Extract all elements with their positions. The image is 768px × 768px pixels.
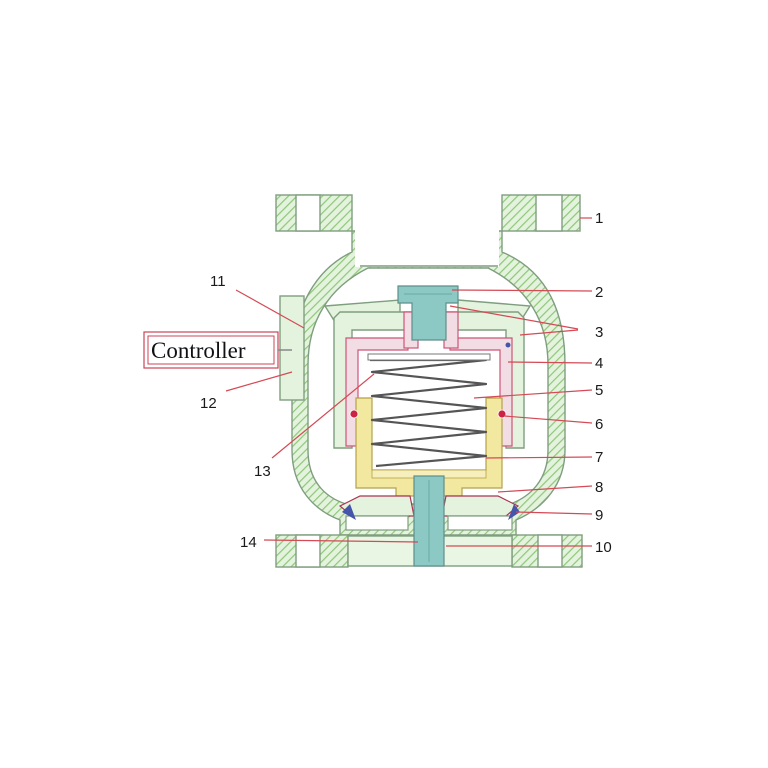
controller-label: Controller — [151, 338, 246, 363]
controller-boss — [279, 295, 305, 401]
callout-13: 13 — [254, 463, 271, 480]
callout-5: 5 — [595, 382, 603, 399]
valve-seat — [338, 495, 520, 531]
callout-14: 14 — [240, 534, 257, 551]
bottom-flange-bolt-hole-left — [295, 534, 321, 568]
top-flange-bolt-hole-right — [535, 194, 563, 232]
seat-seal-right — [508, 504, 520, 520]
valve-body — [275, 194, 583, 568]
callout-3: 3 — [595, 324, 603, 341]
callout-labels: 1 2 3 4 5 6 7 8 9 10 11 12 13 14 — [200, 210, 612, 556]
callout-12: 12 — [200, 395, 217, 412]
inlet-bore — [355, 197, 499, 267]
spring-chamber — [362, 352, 496, 448]
callout-10: 10 — [595, 539, 612, 556]
callout-7: 7 — [595, 449, 603, 466]
spring-top-plate — [367, 353, 491, 361]
inner-cage — [323, 299, 532, 449]
seat-ring-right — [447, 515, 513, 531]
seat-ring-left — [345, 515, 409, 531]
seat-seal-left — [342, 504, 356, 520]
callout-4: 4 — [595, 355, 603, 372]
callout-11: 11 — [210, 273, 226, 290]
callout-2: 2 — [595, 284, 603, 301]
seat-right — [441, 495, 520, 517]
top-flange-bolt-hole-left — [295, 194, 321, 232]
cage-wall — [333, 311, 525, 449]
callout-9: 9 — [595, 507, 603, 524]
pilot-stem — [397, 285, 459, 341]
controller-box-inner — [147, 335, 275, 365]
controller: Controller — [143, 331, 292, 369]
callout-6: 6 — [595, 416, 603, 433]
pilot-head — [397, 285, 459, 341]
seal-right — [497, 409, 507, 419]
bottom-flange-bolt-hole-right — [537, 534, 563, 568]
spring — [370, 358, 488, 468]
callout-8: 8 — [595, 479, 603, 496]
callout-1: 1 — [595, 210, 603, 227]
leader-lines — [225, 217, 593, 547]
seal-left — [349, 409, 359, 419]
seal-top — [505, 342, 511, 348]
